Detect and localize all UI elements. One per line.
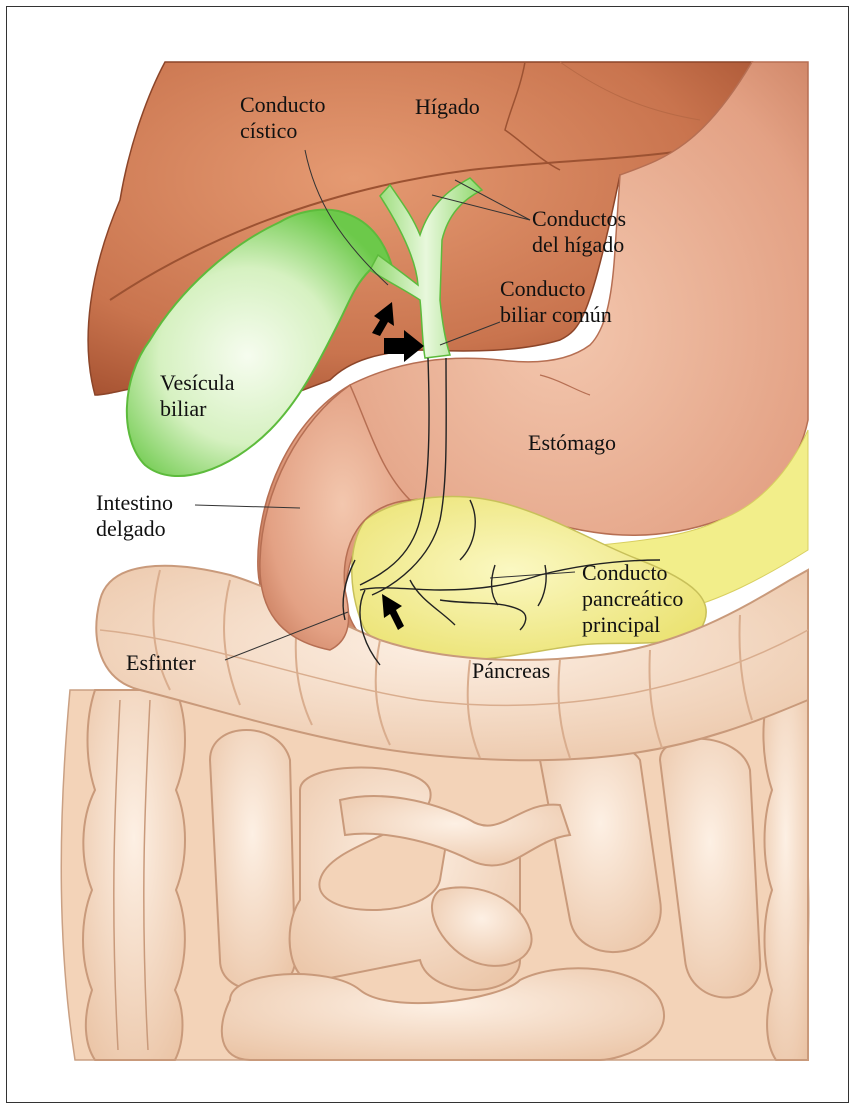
- label-esfinter: Esfinter: [126, 650, 196, 676]
- label-conducto-biliar-comun: Conducto biliar común: [500, 276, 612, 328]
- label-higado: Hígado: [415, 94, 480, 120]
- label-conductos-higado: Conductos del hígado: [532, 206, 626, 258]
- label-conducto-cistico: Conducto cístico: [240, 92, 326, 144]
- label-conducto-pancreatico-principal: Conducto pancreático principal: [582, 560, 683, 638]
- label-pancreas: Páncreas: [472, 658, 550, 684]
- label-intestino-delgado: Intestino delgado: [96, 490, 173, 542]
- label-estomago: Estómago: [528, 430, 616, 456]
- label-vesicula-biliar: Vesícula biliar: [160, 370, 235, 422]
